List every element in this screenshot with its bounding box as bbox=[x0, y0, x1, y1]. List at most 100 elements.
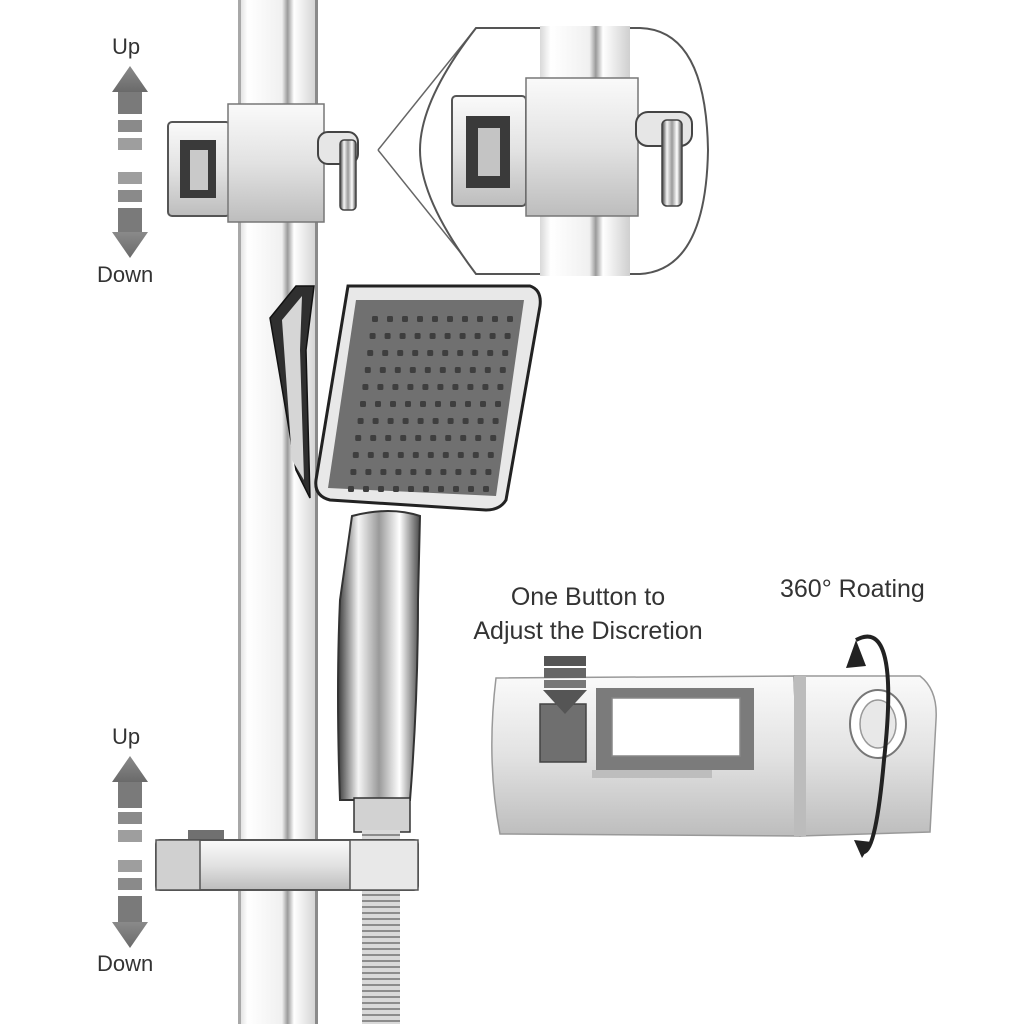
nozzle bbox=[390, 401, 396, 407]
lower-down-label: Down bbox=[97, 951, 154, 976]
nozzle bbox=[468, 486, 474, 492]
nozzle bbox=[435, 401, 441, 407]
nozzle bbox=[380, 469, 387, 475]
nozzle bbox=[470, 469, 477, 475]
nozzle bbox=[489, 333, 496, 339]
nozzle bbox=[445, 435, 452, 441]
nozzle bbox=[472, 350, 479, 356]
nozzle bbox=[384, 333, 391, 339]
nozzle bbox=[454, 367, 461, 373]
nozzle bbox=[409, 367, 416, 373]
nozzle bbox=[507, 316, 513, 322]
nozzle bbox=[360, 401, 366, 407]
nozzle bbox=[363, 486, 369, 492]
nozzle bbox=[397, 350, 404, 356]
nozzle bbox=[460, 435, 467, 441]
nozzle bbox=[442, 452, 449, 458]
nozzle bbox=[352, 452, 359, 458]
nozzle bbox=[459, 333, 466, 339]
nozzle bbox=[357, 418, 364, 424]
lower-slider-bracket bbox=[155, 830, 419, 891]
nozzle bbox=[417, 418, 424, 424]
nozzle bbox=[382, 452, 389, 458]
nozzle bbox=[429, 333, 436, 339]
nozzle bbox=[367, 452, 374, 458]
nozzle bbox=[457, 350, 464, 356]
nozzle bbox=[379, 367, 386, 373]
nozzle bbox=[444, 333, 451, 339]
nozzle bbox=[412, 350, 419, 356]
nozzle bbox=[372, 418, 379, 424]
nozzle bbox=[502, 350, 509, 356]
nozzle bbox=[469, 367, 476, 373]
lower-up-label: Up bbox=[112, 724, 141, 749]
nozzle bbox=[420, 401, 426, 407]
nozzle bbox=[453, 486, 459, 492]
nozzle bbox=[447, 418, 454, 424]
nozzle bbox=[402, 418, 409, 424]
nozzle bbox=[422, 384, 429, 390]
zoomed-bracket-detail bbox=[418, 26, 710, 276]
nozzle bbox=[410, 469, 417, 475]
nozzle bbox=[365, 469, 372, 475]
nozzle bbox=[375, 401, 381, 407]
nozzle bbox=[425, 469, 432, 475]
nozzle bbox=[462, 418, 469, 424]
nozzle bbox=[350, 469, 357, 475]
nozzle bbox=[492, 418, 499, 424]
nozzle bbox=[430, 435, 437, 441]
nozzle bbox=[457, 452, 464, 458]
nozzle bbox=[504, 333, 511, 339]
nozzle bbox=[424, 367, 431, 373]
nozzle bbox=[438, 486, 444, 492]
nozzle bbox=[415, 435, 422, 441]
nozzle bbox=[382, 350, 389, 356]
nozzle bbox=[492, 316, 498, 322]
nozzle bbox=[400, 435, 407, 441]
nozzle bbox=[355, 435, 362, 441]
nozzle bbox=[412, 452, 419, 458]
nozzle bbox=[439, 367, 446, 373]
nozzle bbox=[417, 316, 423, 322]
nozzle bbox=[378, 486, 384, 492]
nozzle bbox=[372, 316, 378, 322]
nozzle bbox=[385, 435, 392, 441]
nozzle bbox=[393, 486, 399, 492]
upper-up-label: Up bbox=[112, 34, 141, 59]
nozzle bbox=[483, 486, 489, 492]
nozzle bbox=[395, 469, 402, 475]
nozzle bbox=[455, 469, 462, 475]
nozzle bbox=[442, 350, 449, 356]
nozzle bbox=[487, 350, 494, 356]
nozzle bbox=[427, 452, 434, 458]
nozzle bbox=[490, 435, 497, 441]
nozzle bbox=[452, 384, 459, 390]
nozzle bbox=[465, 401, 471, 407]
nozzle bbox=[423, 486, 429, 492]
nozzle bbox=[387, 316, 393, 322]
nozzle bbox=[484, 367, 491, 373]
nozzle bbox=[485, 469, 492, 475]
lower-up-down-arrow bbox=[112, 756, 148, 948]
nozzle bbox=[467, 384, 474, 390]
nozzle bbox=[364, 367, 371, 373]
nozzle bbox=[414, 333, 421, 339]
nozzle bbox=[482, 384, 489, 390]
nozzle bbox=[437, 384, 444, 390]
nozzle bbox=[405, 401, 411, 407]
nozzle bbox=[480, 401, 486, 407]
upper-up-down-arrow bbox=[112, 66, 148, 258]
top-wall-bracket bbox=[167, 103, 359, 223]
upper-down-label: Down bbox=[97, 262, 154, 287]
rotation-arrow-icon bbox=[846, 634, 891, 858]
nozzle bbox=[432, 418, 439, 424]
nozzle bbox=[440, 469, 447, 475]
nozzle bbox=[377, 384, 384, 390]
nozzle bbox=[397, 452, 404, 458]
nozzle bbox=[407, 384, 414, 390]
nozzle bbox=[370, 435, 377, 441]
nozzle bbox=[408, 486, 414, 492]
nozzle bbox=[487, 452, 494, 458]
nozzle bbox=[450, 401, 456, 407]
